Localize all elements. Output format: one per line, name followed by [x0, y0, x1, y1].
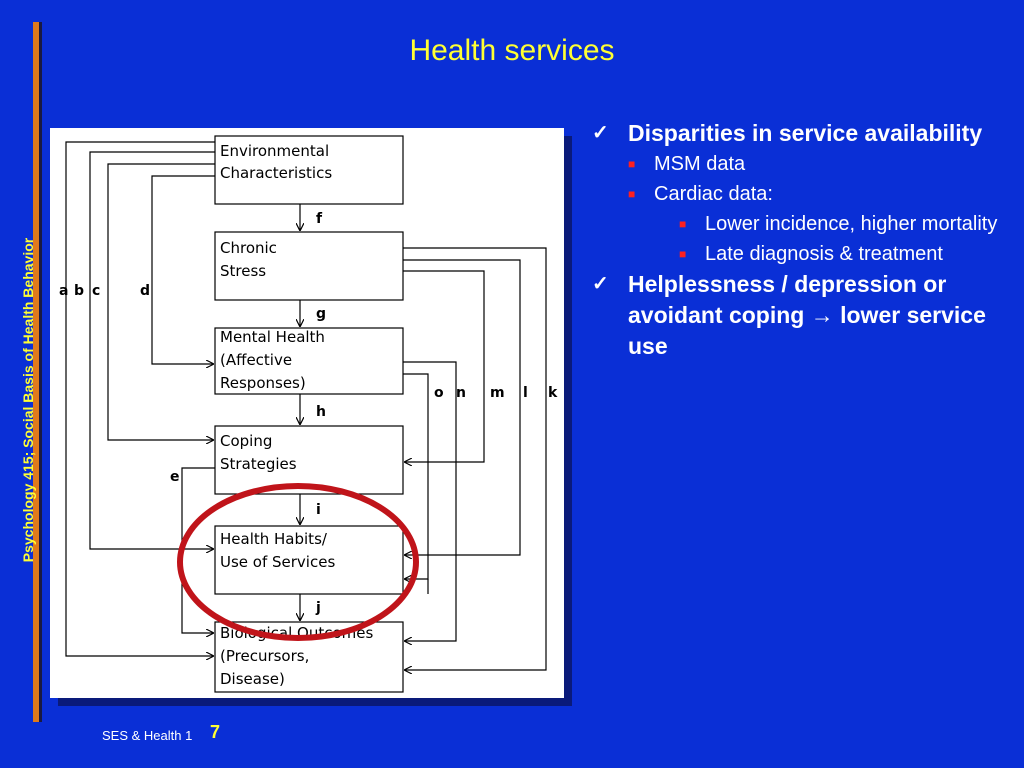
path-o [403, 373, 429, 579]
label-c: c [92, 283, 100, 299]
square-bullet-icon: ■ [679, 247, 687, 261]
bullet-disparities: ✓ Disparities in service availability [592, 118, 1002, 149]
page-number: 7 [210, 722, 221, 742]
box-chronic-stress [214, 231, 404, 301]
path-b [89, 151, 215, 549]
box-health-habits [214, 525, 404, 595]
sub-bullet-cardiac: ■ Cardiac data: [628, 179, 1002, 209]
box-chronic-line1: Chronic [220, 239, 277, 257]
box-bio-line1: Biological Outcomes [220, 624, 374, 642]
sub-bullet-cardiac-text: Cardiac data: [654, 183, 773, 205]
label-g: g [316, 306, 326, 322]
box-environmental-line1: Environmental [220, 142, 329, 160]
path-n [403, 361, 457, 641]
box-environmental [214, 135, 404, 205]
sub-sub-bullet-diagnosis: ■ Late diagnosis & treatment [679, 239, 1002, 269]
box-bio-line3: Disease) [220, 670, 285, 688]
label-m: m [490, 385, 505, 401]
model-diagram: Environmental Characteristics Chronic St… [59, 135, 558, 693]
box-mental-line3: Responses) [220, 374, 306, 392]
box-habits-line1: Health Habits/ [220, 530, 328, 548]
box-coping-line2: Strategies [220, 455, 297, 473]
bullet-disparities-text: Disparities in service availability [628, 120, 983, 146]
path-d [151, 175, 215, 364]
path-l [403, 259, 521, 555]
footer-text: SES & Health 1 [102, 728, 193, 743]
path-c [107, 163, 215, 440]
check-icon: ✓ [592, 122, 609, 144]
box-chronic-line2: Stress [220, 262, 266, 280]
label-n: n [456, 385, 466, 401]
sub-sub-bullet-diagnosis-text: Late diagnosis & treatment [705, 243, 943, 265]
path-a [65, 141, 215, 656]
path-k [403, 247, 547, 670]
path-m [403, 270, 485, 462]
box-mental-line2: (Affective [220, 351, 292, 369]
square-bullet-icon: ■ [628, 187, 636, 201]
sub-bullet-msm: ■ MSM data [628, 149, 1002, 179]
bullet-helplessness: ✓ Helplessness / depression or avoidant … [592, 269, 1002, 362]
label-a: a [59, 283, 68, 299]
sub-bullet-msm-text: MSM data [654, 153, 746, 175]
box-biological [214, 621, 404, 693]
label-d: d [140, 283, 150, 299]
label-i: i [316, 502, 321, 518]
square-bullet-icon: ■ [679, 217, 687, 231]
sub-sub-bullet-incidence-text: Lower incidence, higher mortality [705, 213, 998, 235]
sub-sub-bullet-incidence: ■ Lower incidence, higher mortality [679, 209, 1002, 239]
side-course-label: Psychology 415; Social Basis of Health B… [20, 237, 36, 563]
left-accent-shadow [39, 22, 42, 722]
highlight-ellipse [177, 483, 419, 641]
label-o: o [434, 385, 444, 401]
label-k: k [548, 385, 558, 401]
square-bullet-icon: ■ [628, 157, 636, 171]
box-coping-line1: Coping [220, 432, 272, 450]
box-coping [214, 425, 404, 495]
label-f: f [316, 211, 323, 227]
box-mental-line1: Mental Health [220, 328, 325, 346]
label-j: j [315, 600, 321, 616]
box-environmental-line2: Characteristics [220, 164, 332, 182]
bullet-list: ✓ Disparities in service availability ■ … [592, 118, 1002, 362]
box-habits-line2: Use of Services [220, 553, 335, 571]
bullet-helplessness-text: Helplessness / depression or avoidant co… [628, 271, 986, 359]
path-e [181, 467, 215, 633]
slide-title: Health services [409, 34, 615, 67]
label-h: h [316, 404, 326, 420]
check-icon: ✓ [592, 273, 609, 295]
left-accent-bar [33, 22, 39, 722]
model-figure: Environmental Characteristics Chronic St… [50, 128, 564, 698]
box-mental-health [214, 327, 404, 395]
label-b: b [74, 283, 84, 299]
label-e: e [170, 469, 180, 485]
label-l: l [523, 385, 528, 401]
box-bio-line2: (Precursors, [220, 647, 309, 665]
